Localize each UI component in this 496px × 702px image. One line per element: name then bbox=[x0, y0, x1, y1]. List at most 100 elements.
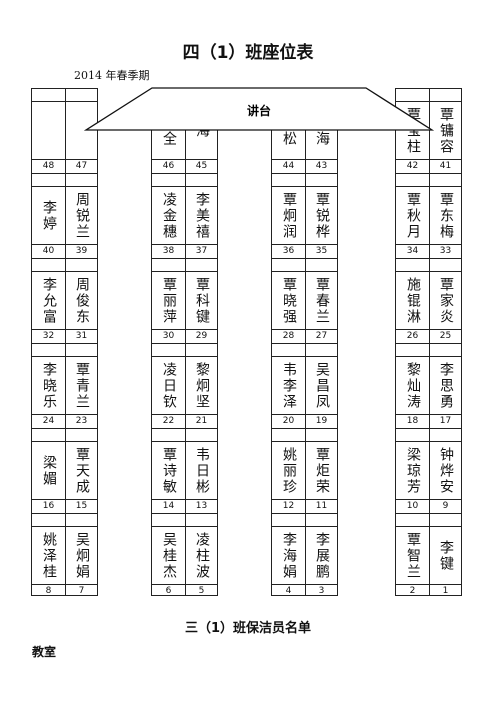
seat-number: 9 bbox=[442, 501, 449, 511]
page-title: 四（1）班座位表 bbox=[182, 43, 314, 63]
student-name: 施锟淋 bbox=[405, 277, 421, 325]
seat-cell: 周俊东 bbox=[65, 272, 98, 330]
row-divider bbox=[396, 271, 461, 272]
student-name: 凌柱波 bbox=[194, 532, 210, 580]
student-name: 凌日钦 bbox=[161, 362, 177, 410]
row-divider bbox=[396, 513, 461, 514]
seat-cell: 覃镛容 bbox=[429, 102, 462, 160]
seat-number: 41 bbox=[439, 161, 452, 171]
student-name: 吴昌凤 bbox=[314, 362, 330, 410]
seat-number: 16 bbox=[42, 501, 55, 511]
column-divider bbox=[65, 89, 66, 595]
student-name: 周锐兰 bbox=[74, 192, 90, 240]
row-divider bbox=[32, 499, 97, 500]
seat-number: 17 bbox=[439, 416, 452, 426]
row-divider bbox=[396, 244, 461, 245]
student-name: 李思勇 bbox=[438, 362, 454, 410]
student-name: 韦日彬 bbox=[194, 447, 210, 495]
seat-number: 46 bbox=[162, 161, 175, 171]
seat-number: 43 bbox=[315, 161, 328, 171]
student-name: 李允富 bbox=[41, 277, 57, 325]
student-name: 覃晓强 bbox=[281, 277, 297, 325]
student-name: 覃丽萍 bbox=[161, 277, 177, 325]
seat-number: 20 bbox=[282, 416, 295, 426]
row-divider bbox=[272, 329, 337, 330]
row-divider bbox=[152, 513, 217, 514]
student-name: 覃家炎 bbox=[438, 277, 454, 325]
row-divider bbox=[272, 159, 337, 160]
student-name: 姚丽珍 bbox=[281, 447, 297, 495]
student-name: 覃炯润 bbox=[281, 192, 297, 240]
row-divider bbox=[272, 343, 337, 344]
seat-number: 35 bbox=[315, 246, 328, 256]
row-divider bbox=[32, 441, 97, 442]
seat-cell: 覃炬荣 bbox=[305, 442, 338, 500]
row-divider bbox=[32, 584, 97, 585]
row-divider bbox=[396, 186, 461, 187]
classroom-label: 教室 bbox=[32, 645, 57, 659]
row-divider bbox=[32, 329, 97, 330]
seat-cell: 黎炯坚 bbox=[185, 357, 218, 415]
seat-cell: 覃东梅 bbox=[429, 187, 462, 245]
row-divider bbox=[32, 526, 97, 527]
seat-number: 8 bbox=[45, 586, 52, 596]
row-divider bbox=[396, 584, 461, 585]
seat-number: 45 bbox=[195, 161, 208, 171]
row-divider bbox=[396, 526, 461, 527]
student-name: 覃秋月 bbox=[405, 192, 421, 240]
row-divider bbox=[272, 499, 337, 500]
seat-cell: 吴炯娟 bbox=[65, 527, 98, 585]
seat-cell: 覃秋月 bbox=[396, 187, 429, 245]
seat-cell: 李思勇 bbox=[429, 357, 462, 415]
student-name: 周俊东 bbox=[74, 277, 90, 325]
seat-number: 31 bbox=[75, 331, 88, 341]
seat-cell: 覃诗敏 bbox=[152, 442, 185, 500]
seat-number: 33 bbox=[439, 246, 452, 256]
seat-cell: 覃锐桦 bbox=[305, 187, 338, 245]
student-name: 吴炯娟 bbox=[74, 532, 90, 580]
seat-cell: 李展鹏 bbox=[305, 527, 338, 585]
row-divider bbox=[272, 441, 337, 442]
seat-number: 25 bbox=[439, 331, 452, 341]
seat-number: 42 bbox=[406, 161, 419, 171]
seat-number: 30 bbox=[162, 331, 175, 341]
seat-number: 36 bbox=[282, 246, 295, 256]
seat-number: 44 bbox=[282, 161, 295, 171]
seat-number: 22 bbox=[162, 416, 175, 426]
student-name: 梁琼芳 bbox=[405, 447, 421, 495]
column-divider bbox=[305, 89, 306, 595]
column-divider bbox=[185, 89, 186, 595]
seat-cell: 凌日钦 bbox=[152, 357, 185, 415]
row-divider bbox=[152, 441, 217, 442]
seat-cell: 吴桂杰 bbox=[152, 527, 185, 585]
student-name: 韦李泽 bbox=[281, 362, 297, 410]
seat-number: 29 bbox=[195, 331, 208, 341]
row-divider bbox=[272, 258, 337, 259]
seat-cell: 李晓乐 bbox=[32, 357, 65, 415]
row-divider bbox=[152, 244, 217, 245]
seat-number: 37 bbox=[195, 246, 208, 256]
seat-number: 10 bbox=[406, 501, 419, 511]
row-divider bbox=[152, 414, 217, 415]
seat-cell: 覃春兰 bbox=[305, 272, 338, 330]
student-name: 覃天成 bbox=[74, 447, 90, 495]
row-divider bbox=[272, 173, 337, 174]
row-divider bbox=[32, 271, 97, 272]
student-name: 覃东梅 bbox=[438, 192, 454, 240]
row-divider bbox=[272, 271, 337, 272]
seat-cell: 李允富 bbox=[32, 272, 65, 330]
seat-cell: 凌柱波 bbox=[185, 527, 218, 585]
student-name: 李海娟 bbox=[281, 532, 297, 580]
row-divider bbox=[152, 173, 217, 174]
row-divider bbox=[396, 101, 461, 102]
student-name: 覃诗敏 bbox=[161, 447, 177, 495]
podium-label: 讲台 bbox=[247, 103, 271, 118]
student-name: 李键 bbox=[438, 540, 454, 572]
row-divider bbox=[32, 101, 97, 102]
student-name: 李展鹏 bbox=[314, 532, 330, 580]
seat-cell: 吴昌凤 bbox=[305, 357, 338, 415]
student-name: 黎灿涛 bbox=[405, 362, 421, 410]
